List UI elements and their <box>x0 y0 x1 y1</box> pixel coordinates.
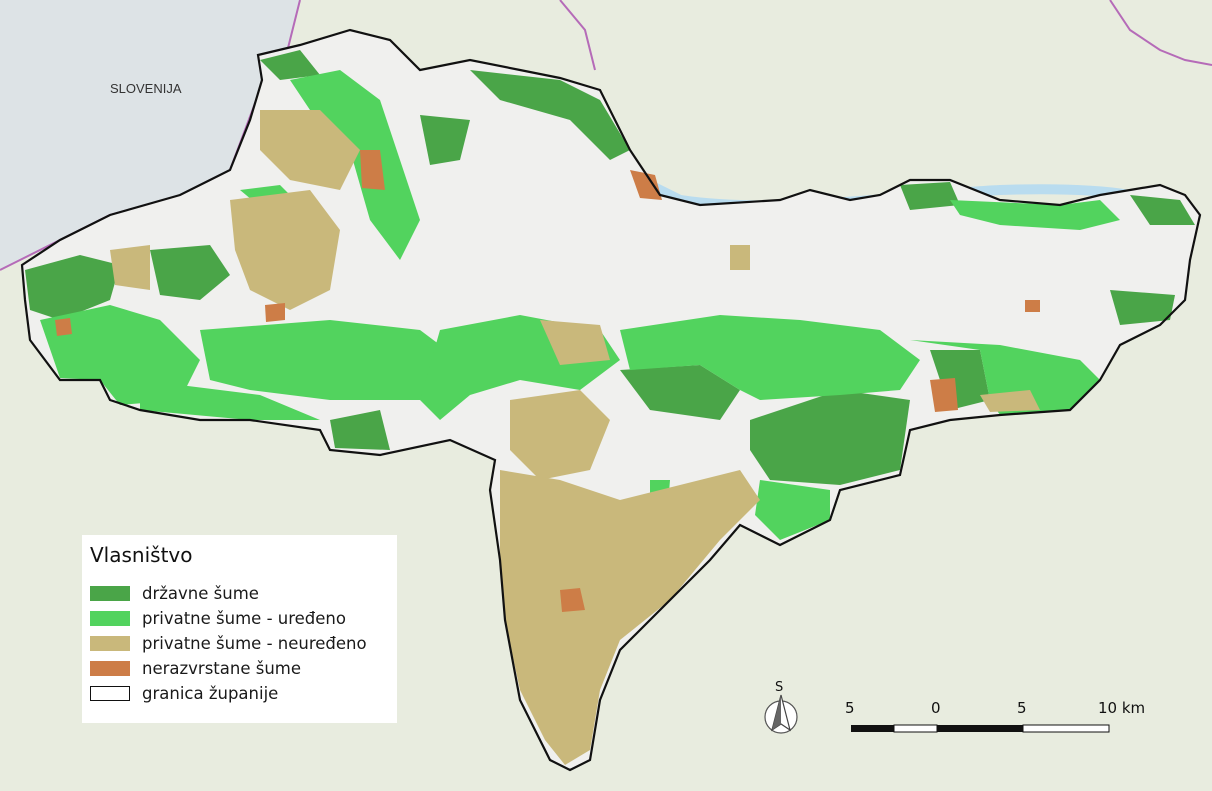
forest-uredeno-patch <box>620 315 920 400</box>
forest-drzavne-patch <box>25 255 120 320</box>
legend-item: granica županije <box>90 681 389 706</box>
legend-swatch-neuredeno <box>90 636 130 651</box>
forest-nerazvrstane-patch <box>1025 300 1040 312</box>
forest-drzavne-patch <box>1130 195 1195 225</box>
legend-item: državne šume <box>90 581 389 606</box>
forest-uredeno-patch <box>910 340 1100 415</box>
forest-nerazvrstane-patch <box>55 318 72 336</box>
forest-neuredeno-patch <box>980 390 1040 412</box>
forest-uredeno-patch <box>40 305 200 405</box>
forest-nerazvrstane-patch <box>930 378 958 412</box>
legend-label: državne šume <box>142 584 259 603</box>
legend-label: privatne šume - uređeno <box>142 609 346 628</box>
legend-label: nerazvrstane šume <box>142 659 302 678</box>
forest-neuredeno-patch <box>110 245 150 290</box>
north-arrow-label: S <box>775 680 783 695</box>
forest-drzavne-patch <box>150 245 230 300</box>
forest-neuredeno-patch <box>500 470 760 765</box>
forest-neuredeno-patch <box>230 190 340 310</box>
forest-uredeno-patch <box>140 380 320 420</box>
north-arrow-shade <box>772 695 781 730</box>
legend-label: granica županije <box>142 684 279 703</box>
county-border <box>20 28 1202 772</box>
scale-tick-label: 5 <box>845 699 855 717</box>
forest-drzavne-patch <box>1110 290 1175 325</box>
forest-nerazvrstane-patch <box>360 150 385 190</box>
forest-neuredeno-patch <box>730 245 750 270</box>
scale-bar-segment <box>851 725 894 732</box>
scale-end-label: 10 km <box>1098 699 1145 717</box>
forest-drzavne-patch <box>470 70 630 160</box>
legend-swatch-granica <box>90 686 130 701</box>
forest-neuredeno-patch <box>510 390 610 480</box>
forest-nerazvrstane-layer <box>55 150 1040 612</box>
forest-nerazvrstane-patch <box>560 588 585 612</box>
national-border-hungary <box>559 0 596 71</box>
forest-drzavne-patch <box>750 390 910 485</box>
legend-swatch-nerazvrstane <box>90 661 130 676</box>
forest-drzavne-patch <box>620 365 740 420</box>
forest-drzavne-patch <box>420 115 470 165</box>
scale-bar-segment <box>937 725 1023 732</box>
legend-title: Vlasništvo <box>90 543 193 567</box>
legend-swatch-drzavne <box>90 586 130 601</box>
scale-tick-label: 0 <box>931 699 941 717</box>
forest-nerazvrstane-patch <box>265 303 285 322</box>
legend-item: nerazvrstane šume <box>90 656 389 681</box>
legend-label: privatne šume - neuređeno <box>142 634 367 653</box>
national-border-east <box>1109 0 1212 66</box>
forest-neuredeno-patch <box>260 110 360 190</box>
north-arrow: S <box>764 680 798 734</box>
forest-nerazvrstane-patch <box>630 170 662 200</box>
slovenia-area <box>0 0 300 270</box>
forest-uredeno-patch <box>950 200 1120 230</box>
forest-drzavne-patch <box>330 410 390 450</box>
scale-tick-label: 5 <box>1017 699 1027 717</box>
forest-uredeno-patch <box>200 320 460 400</box>
scale-bar-segment <box>893 724 938 733</box>
forest-neuredeno-patch <box>540 320 610 365</box>
country-label-slovenija: SLOVENIJA <box>110 81 182 96</box>
scale-bar: 5 0 5 10 km <box>845 699 1145 733</box>
legend-item: privatne šume - uređeno <box>90 606 389 631</box>
legend-item: privatne šume - neuređeno <box>90 631 389 656</box>
forest-privatne-neuredeno-layer <box>110 110 1040 765</box>
forest-uredeno-patch <box>755 480 830 540</box>
forest-drzavne-layer <box>25 50 1195 485</box>
legend: Vlasništvo državne šume privatne šume - … <box>82 535 397 723</box>
forest-drzavne-patch <box>260 50 320 80</box>
legend-swatch-uredeno <box>90 611 130 626</box>
scale-bar-segment <box>1022 724 1110 733</box>
forest-drzavne-patch <box>900 182 960 210</box>
